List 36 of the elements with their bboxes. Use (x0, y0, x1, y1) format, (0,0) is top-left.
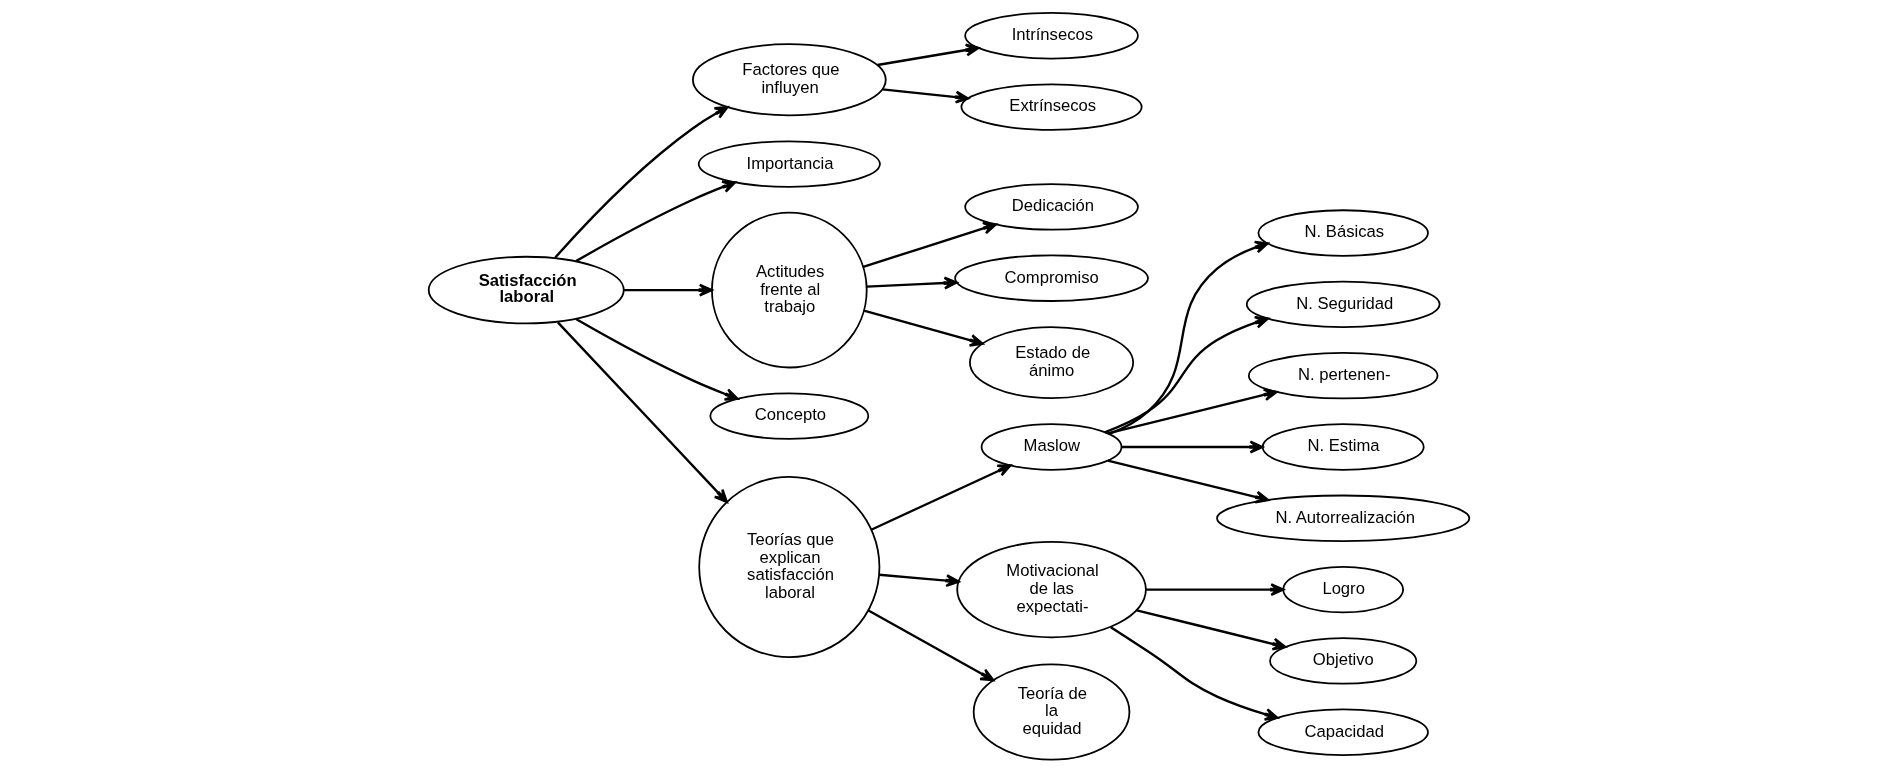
arrow (867, 609, 994, 682)
arrow (870, 464, 1011, 531)
arrow (1121, 440, 1264, 454)
node-ellipse: Logro (1281, 565, 1404, 614)
node-ellipse: Importancia (697, 140, 881, 188)
node-ellipse: Compromiso (953, 254, 1149, 302)
arrow (623, 283, 713, 297)
node-ellipse: Dedicación (963, 183, 1139, 231)
node-ellipse: Maslow (980, 423, 1122, 471)
node-ellipse: N. Estima (1261, 423, 1425, 471)
arrow (863, 309, 984, 347)
node-circle: Teorías que explican satisfacción laboral (697, 476, 880, 659)
node-ellipse: N. Básicas (1257, 209, 1429, 257)
arrow (1136, 609, 1286, 651)
arrow (876, 43, 979, 67)
arrow (1109, 626, 1279, 721)
node-ellipse: N. Autorrealización (1215, 494, 1470, 542)
node-ellipse: Teoría de la equidad (972, 663, 1130, 761)
node-ellipse: Concepto (708, 392, 869, 440)
arrow (1107, 388, 1278, 435)
arrow (574, 180, 736, 263)
arrow (881, 88, 969, 104)
arrow (878, 573, 960, 588)
node-ellipse: Motivacional de las expectati- (955, 541, 1147, 639)
arrow (556, 321, 728, 504)
node-ellipse: Extrínsecos (960, 83, 1143, 131)
node-circle: Actitudes frente al trabajo (710, 211, 868, 369)
arrow (1107, 459, 1269, 504)
arrow (1145, 583, 1284, 597)
node-ellipse: Satisfacción laboral (427, 255, 625, 325)
arrow (574, 318, 739, 401)
arrow (862, 221, 997, 268)
arrow (1108, 240, 1269, 435)
arrow (553, 106, 729, 259)
arrow (1103, 316, 1269, 434)
arrow (866, 276, 958, 290)
